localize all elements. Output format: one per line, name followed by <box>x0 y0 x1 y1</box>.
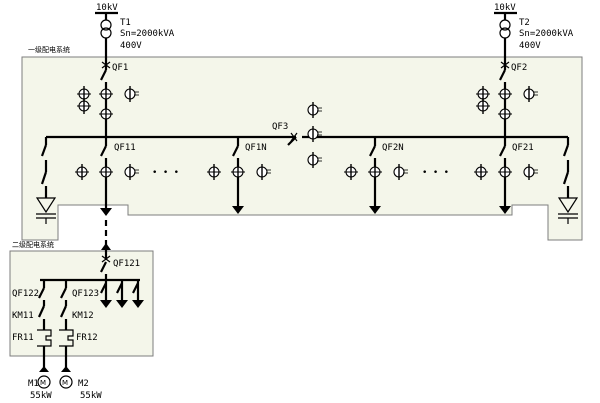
qf3-label: QF3 <box>272 122 288 132</box>
qf121-label: QF121 <box>113 259 140 269</box>
capacitor-branch-left <box>35 137 57 224</box>
qf11-label: QF11 <box>114 143 136 153</box>
secondary-distribution-panel <box>9 250 154 357</box>
m1-power: 55kW <box>30 391 52 401</box>
qf21-label: QF21 <box>512 143 534 153</box>
t2-lv-voltage: 400V <box>519 41 541 51</box>
qf123-label: QF123 <box>72 289 99 299</box>
t2-rating: Sn=2000kVA <box>519 29 574 39</box>
t2-hv-voltage: 10kV <box>494 3 516 13</box>
fr11-label: FR11 <box>12 333 34 343</box>
qf1n-label: QF1N <box>245 143 267 153</box>
primary-system-title: 一级配电系统 <box>28 45 70 54</box>
km12-label: KM12 <box>72 311 94 321</box>
motor-branch-m1: M <box>37 280 52 389</box>
t1-rating: Sn=2000kVA <box>120 29 175 39</box>
m2-power: 55kW <box>80 391 102 401</box>
qf122-label: QF122 <box>12 289 39 299</box>
svg-text:M: M <box>62 379 68 387</box>
motor-branch-m2: M <box>59 280 74 389</box>
fr12-label: FR12 <box>76 333 98 343</box>
ellipsis-right: • • • <box>422 168 449 178</box>
t1-name: T1 <box>120 18 131 28</box>
transformer-t1 <box>95 11 118 60</box>
km11-label: KM11 <box>12 311 34 321</box>
t2-name: T2 <box>519 18 530 28</box>
transformer-t2 <box>494 11 517 60</box>
qf1-label: QF1 <box>112 63 128 73</box>
qf2-label: QF2 <box>511 63 527 73</box>
breaker-qf121 <box>100 243 111 280</box>
primary-distribution-panel <box>21 56 583 241</box>
secondary-system-title: 二级配电系统 <box>12 240 54 249</box>
secondary-outgoing-branches <box>100 280 144 308</box>
m2-name: M2 <box>78 379 89 389</box>
m1-name: M1 <box>28 379 39 389</box>
t1-hv-voltage: 10kV <box>96 3 118 13</box>
capacitor-branch-right <box>557 137 579 224</box>
t1-lv-voltage: 400V <box>120 41 142 51</box>
qf2n-label: QF2N <box>382 143 404 153</box>
ellipsis-left: • • • <box>152 168 179 178</box>
svg-text:M: M <box>40 379 46 387</box>
